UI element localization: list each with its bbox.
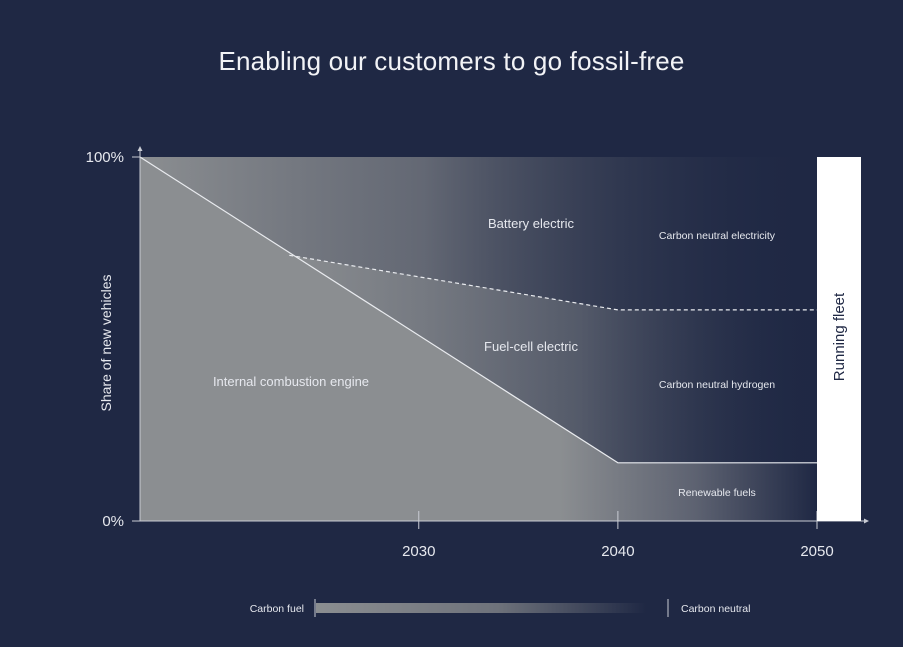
legend-carbon-fuel-label: Carbon fuel	[250, 603, 304, 615]
x-tick-label-2040: 2040	[601, 543, 634, 560]
x-axis-arrow	[864, 518, 869, 524]
ice-boundary-line	[139, 156, 817, 464]
internal-combustion-engine-label: Internal combustion engine	[213, 374, 369, 389]
fuel-cell-electric-label: Fuel-cell electric	[484, 339, 578, 354]
running-fleet-label: Running fleet	[831, 292, 848, 381]
y-ticks: 0% 100%	[86, 149, 140, 530]
carbon-neutral-electricity-label: Carbon neutral electricity	[659, 230, 776, 242]
legend-gradient-bar	[316, 603, 646, 613]
y-axis-arrow	[137, 146, 143, 151]
legend-carbon-neutral-label: Carbon neutral	[681, 603, 750, 615]
battery-electric-label: Battery electric	[488, 216, 574, 231]
running-fleet-box	[817, 157, 861, 521]
x-tick-label-2030: 2030	[402, 543, 435, 560]
fuel-cell-boundary-line	[289, 254, 817, 311]
y-axis-label: Share of new vehicles	[98, 275, 114, 412]
chart-title: Enabling our customers to go fossil-free	[218, 46, 685, 76]
x-tick-label-2050: 2050	[800, 543, 833, 560]
renewable-fuels-label: Renewable fuels	[678, 487, 756, 499]
y-tick-label-0: 0%	[102, 513, 124, 530]
internal-combustion-engine-area	[140, 157, 817, 521]
y-tick-label-100: 100%	[86, 149, 124, 166]
x-ticks: 2030 2040 2050	[402, 511, 834, 560]
gradient-legend: Carbon fuel Carbon neutral	[250, 599, 750, 617]
carbon-neutral-hydrogen-label: Carbon neutral hydrogen	[659, 379, 775, 391]
